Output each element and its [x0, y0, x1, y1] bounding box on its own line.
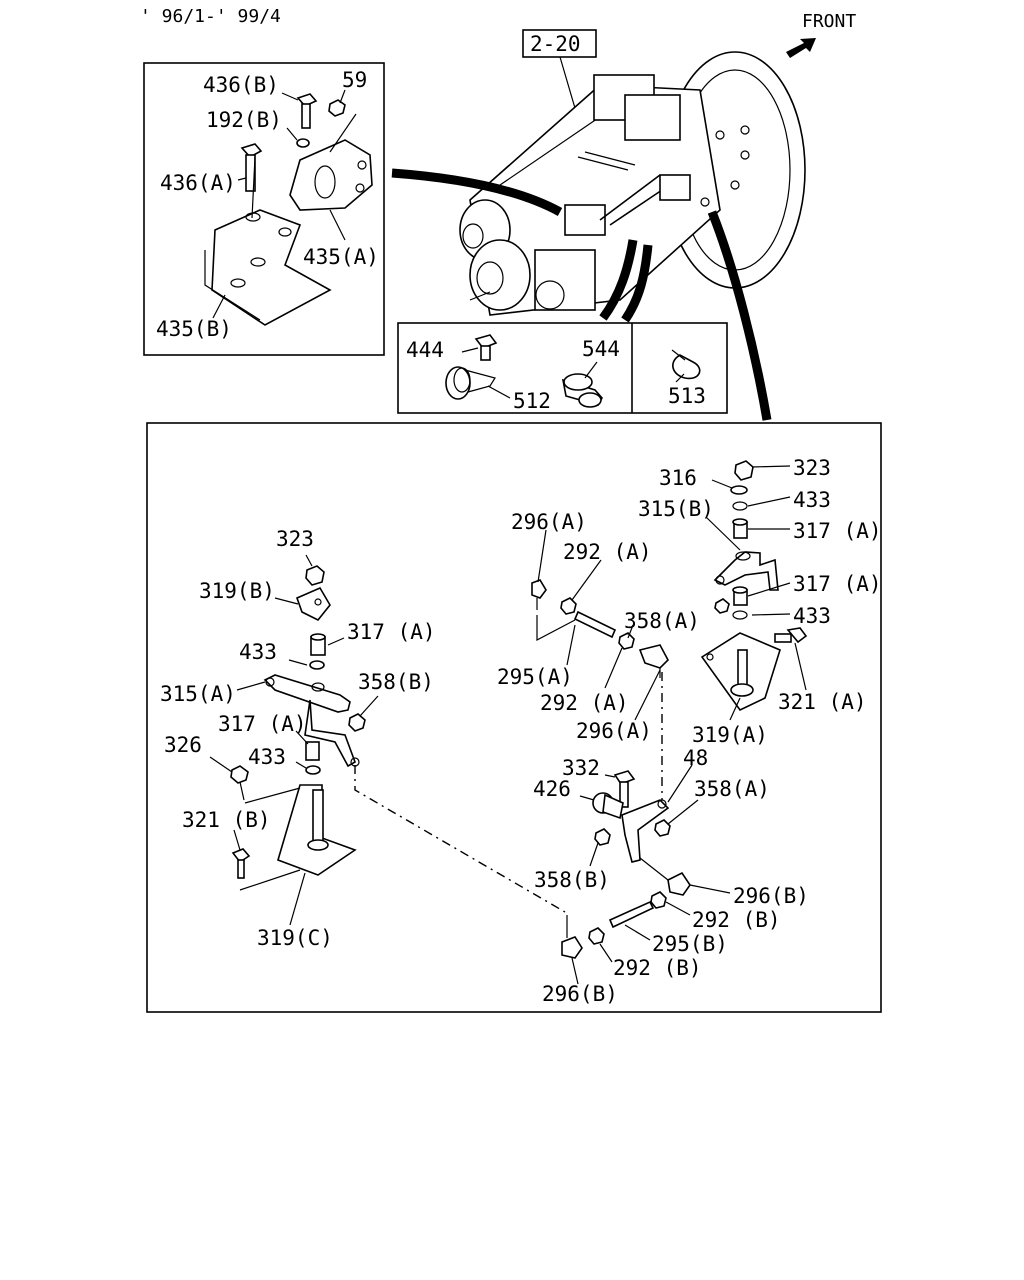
- label-192B: 192(B): [206, 108, 282, 132]
- label-296A-1: 296(A): [511, 510, 587, 534]
- label-317A-right-2: 317 (A): [793, 572, 882, 596]
- transmission-assembly: 2-20: [459, 29, 806, 316]
- washer-316: [730, 485, 748, 495]
- label-319B: 319(B): [199, 579, 275, 603]
- label-295A: 295(A): [497, 665, 573, 689]
- label-292A-2: 292 (A): [540, 691, 629, 715]
- label-296B-2: 296(B): [542, 982, 618, 1006]
- nut-323-right: [734, 460, 754, 481]
- bolt-332: [613, 770, 636, 785]
- label-358B-left: 358(B): [358, 670, 434, 694]
- nut-358B-right: [594, 828, 611, 846]
- label-315B: 315(B): [638, 497, 714, 521]
- label-512: 512: [513, 389, 551, 413]
- label-296B-1: 296(B): [733, 884, 809, 908]
- label-59: 59: [342, 68, 367, 92]
- middle-detail: [397, 322, 728, 414]
- nut-326: [230, 765, 249, 784]
- label-317A-left-1: 317 (A): [347, 620, 436, 644]
- ball-joint-296A-1: [531, 579, 547, 599]
- lever-315B: [713, 551, 779, 591]
- label-292B-2: 292 (B): [613, 956, 702, 980]
- label-433-right-1: 433: [793, 488, 831, 512]
- ball-joint-296A-2: [638, 644, 669, 669]
- lever-48: [621, 799, 670, 863]
- label-292A-1: 292 (A): [563, 540, 652, 564]
- linkage-path-left: [354, 765, 566, 913]
- nut-358A-right-1: [714, 598, 730, 614]
- label-317A-right-1: 317 (A): [793, 519, 882, 543]
- bolt-321A: [786, 627, 808, 644]
- label-358A-right-1: 358(A): [624, 609, 700, 633]
- label-332: 332: [562, 756, 600, 780]
- label-321B: 321 (B): [182, 808, 271, 832]
- label-315A: 315(A): [160, 682, 236, 706]
- ball-joint-296B-2: [561, 936, 583, 959]
- label-426: 426: [533, 777, 571, 801]
- nut-292A-2: [618, 632, 635, 650]
- label-295B: 295(B): [652, 932, 728, 956]
- label-358B-right: 358(B): [534, 868, 610, 892]
- label-319A: 319(A): [692, 723, 768, 747]
- label-316: 316: [659, 466, 697, 490]
- label-436B: 436(B): [203, 73, 279, 97]
- bracket-319B: [295, 586, 331, 622]
- front-arrow-icon: [786, 38, 816, 58]
- lever-315A: [263, 674, 351, 713]
- label-323-right: 323: [793, 456, 831, 480]
- upper-left-detail: [143, 62, 385, 356]
- leader-to-lower: [707, 210, 772, 421]
- pin-317A-left-2: [305, 741, 320, 761]
- nut-323-left: [305, 565, 325, 586]
- label-48: 48: [683, 746, 708, 770]
- bolt-321B: [231, 848, 251, 864]
- nut-358A-right-2: [654, 819, 671, 837]
- label-292B-1: 292 (B): [692, 908, 781, 932]
- front-label: FRONT: [802, 11, 856, 32]
- leader-to-middle-2: [621, 244, 653, 323]
- ref-box-label: 2-20: [530, 32, 581, 56]
- nut-292B-1: [650, 891, 667, 909]
- lower-detail: [146, 422, 882, 1013]
- nut-292B-2: [588, 927, 605, 945]
- label-296A-2: 296(A): [576, 719, 652, 743]
- nut-358B-left: [348, 713, 366, 732]
- label-544: 544: [582, 337, 620, 361]
- label-435B: 435(B): [156, 317, 232, 341]
- date-range: ' 96/1-' 99/4: [140, 6, 281, 27]
- rod-295A: [573, 610, 617, 639]
- leader-to-middle: [599, 239, 638, 321]
- leader-to-upper-left: [391, 168, 563, 216]
- label-317A-left-2: 317 (A): [218, 712, 307, 736]
- label-433-left-1: 433: [239, 640, 277, 664]
- ball-joint-296B-1: [667, 871, 691, 896]
- label-319C: 319(C): [257, 926, 333, 950]
- label-358A-right-2: 358(A): [694, 777, 770, 801]
- label-321A: 321 (A): [778, 690, 867, 714]
- rod-295B: [608, 900, 655, 929]
- label-433-left-2: 433: [248, 745, 286, 769]
- label-436A: 436(A): [160, 171, 236, 195]
- label-435A: 435(A): [303, 245, 379, 269]
- label-326: 326: [164, 733, 202, 757]
- label-433-right-2: 433: [793, 604, 831, 628]
- nut-292A-1: [560, 597, 577, 615]
- label-323-left: 323: [276, 527, 314, 551]
- label-513: 513: [668, 384, 706, 408]
- label-444: 444: [406, 338, 444, 362]
